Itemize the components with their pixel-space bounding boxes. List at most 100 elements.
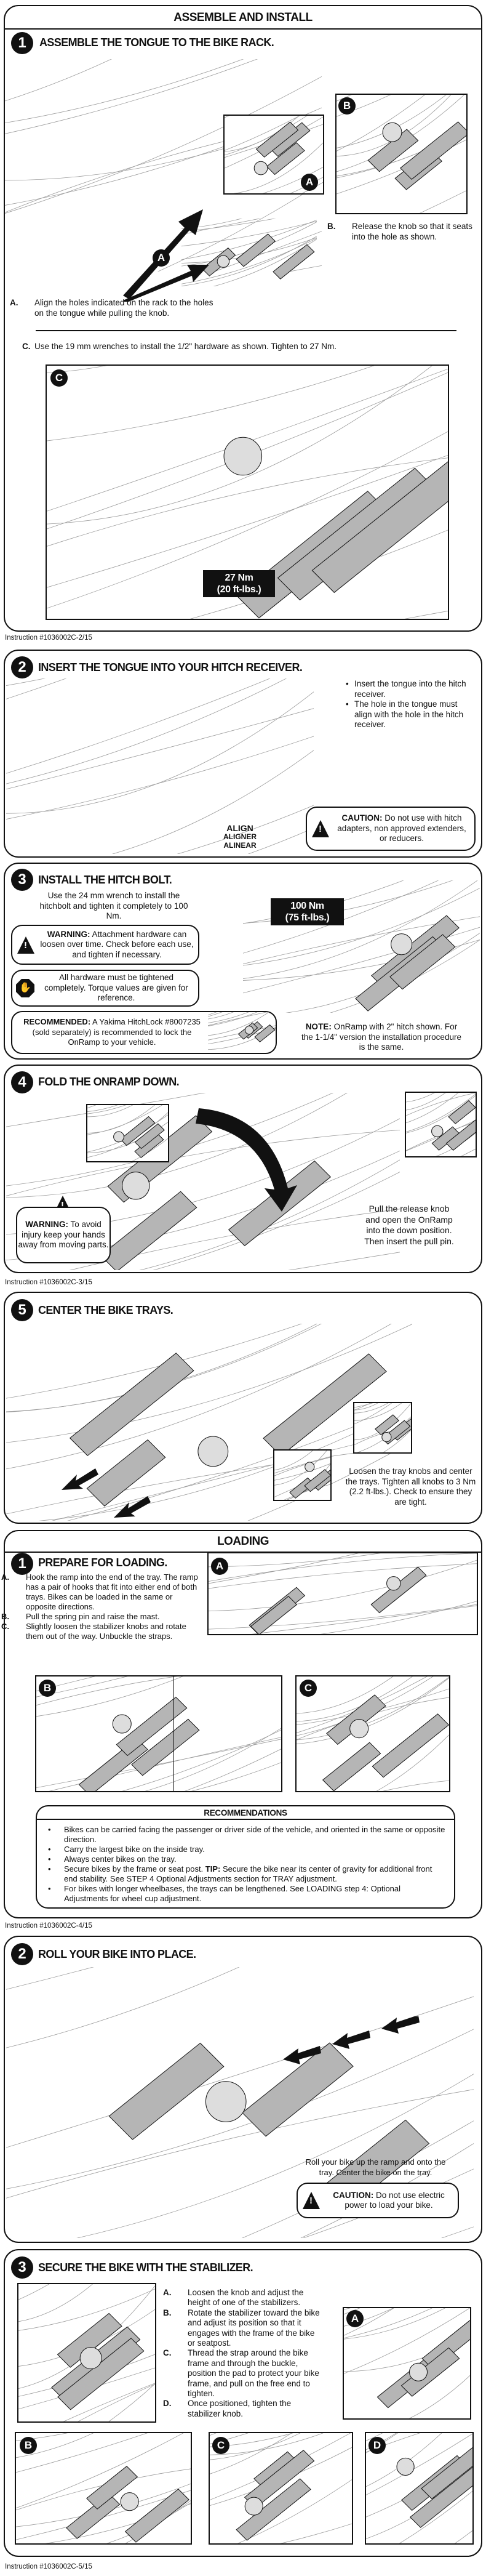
illustration xyxy=(344,2308,470,2418)
illustration xyxy=(47,366,448,619)
inset-c-strap xyxy=(209,2432,353,2545)
warning-callout: WARNING: Attachment hardware can loosen … xyxy=(11,925,199,965)
illustration xyxy=(209,1553,477,1634)
label-a-badge: A xyxy=(346,2310,364,2327)
hitch-lock-icon xyxy=(208,1012,276,1053)
step-title: CENTER THE BIKE TRAYS. xyxy=(38,1304,173,1316)
label-b-badge: B xyxy=(20,2437,37,2454)
hitch-bolt-illustration xyxy=(243,880,480,1013)
illustration xyxy=(337,95,466,213)
step-b-instruction: B.Release the knob so that it seats into… xyxy=(327,222,472,241)
assemble-step1-panel: ASSEMBLE AND INSTALL xyxy=(4,5,482,632)
align-label: ALIGN ALIGNER ALINEAR xyxy=(223,823,257,850)
recommendations-title: RECOMMENDATIONS xyxy=(37,1806,454,1820)
inset-b-rotate xyxy=(15,2432,192,2545)
step-title: ASSEMBLE THE TONGUE TO THE BIKE RACK. xyxy=(39,36,274,49)
illustration xyxy=(36,1676,281,1791)
arrow-icon xyxy=(62,1468,151,1518)
label-b-badge: B xyxy=(338,97,356,115)
recommended-callout: RECOMMENDED: A Yakima HitchLock #8007235… xyxy=(11,1011,277,1054)
step3-instructions: A.Loosen the knob and adjust the height … xyxy=(163,2288,320,2418)
inset-tray-knob xyxy=(273,1449,332,1501)
step2-instruction: Roll your bike up the ramp and onto the … xyxy=(305,2157,446,2177)
assemble-step3-panel xyxy=(4,863,482,1060)
vehicle-hitch-illustration xyxy=(6,678,314,854)
step-number-badge: 5 xyxy=(11,1299,33,1321)
label-a-badge: A xyxy=(153,249,170,267)
recommendations-box: RECOMMENDATIONS Bikes can be carried fac… xyxy=(36,1805,455,1909)
label-c-badge: C xyxy=(300,1680,317,1697)
section-header: ASSEMBLE AND INSTALL xyxy=(173,11,313,24)
step2-bullets: Insert the tongue into the hitch receive… xyxy=(346,679,475,730)
page-footer: Instruction #1036002C-5/15 xyxy=(5,2563,92,2570)
assemble-step2-panel xyxy=(4,650,482,858)
illustration xyxy=(354,1403,411,1452)
illustration xyxy=(16,2433,191,2543)
step-number-badge: 3 xyxy=(11,869,33,891)
label-b-badge: B xyxy=(39,1680,56,1697)
warning-callout: WARNING: To avoid injury keep your hands… xyxy=(16,1207,111,1263)
note-text: NOTE: OnRamp with 2" hitch shown. For th… xyxy=(301,1022,461,1052)
warning-triangle-icon xyxy=(17,936,34,954)
loading-step3-panel xyxy=(4,2249,482,2557)
loading-step2-panel xyxy=(4,1936,482,2243)
step4-instruction: Pull the release knob and open the OnRam… xyxy=(364,1204,454,1246)
caution-callout: CAUTION: Do not use with hitch adapters,… xyxy=(306,807,476,851)
inset-a-ramp-hook xyxy=(207,1552,478,1635)
divider xyxy=(5,28,481,30)
step-number-badge: 1 xyxy=(11,1553,33,1575)
illustration xyxy=(406,1093,476,1156)
label-d-badge: D xyxy=(368,2437,386,2454)
section-header: LOADING xyxy=(217,1535,269,1548)
label-a-badge: A xyxy=(301,174,318,191)
inset-b-knob-seated xyxy=(335,94,468,214)
step-number-badge: 2 xyxy=(11,656,33,678)
step3-instruction: Use the 24 mm wrench to install the hitc… xyxy=(39,891,188,920)
step-number-badge: 2 xyxy=(11,1943,33,1965)
fold-arrow-icon xyxy=(196,1108,297,1212)
step-number-badge: 3 xyxy=(11,2256,33,2279)
arrow-icon xyxy=(283,2016,420,2064)
step-title: FOLD THE ONRAMP DOWN. xyxy=(38,1076,180,1088)
inset-release-knob xyxy=(86,1104,169,1162)
inset-b-spring-pin xyxy=(35,1675,282,1792)
illustration xyxy=(274,1451,330,1500)
label-c-badge: C xyxy=(212,2437,229,2454)
step-title: INSTALL THE HITCH BOLT. xyxy=(38,874,172,886)
stabilizer-overview-image xyxy=(17,2283,156,2423)
step-number-badge: 4 xyxy=(11,1071,33,1093)
inset-pull-pin xyxy=(405,1092,477,1157)
label-a-badge: A xyxy=(211,1558,228,1575)
hardware-notice-callout: ✋ All hardware must be tightened complet… xyxy=(11,970,199,1007)
step-title: PREPARE FOR LOADING. xyxy=(38,1556,167,1569)
tongue-illustration xyxy=(181,219,317,286)
step-number-badge: 1 xyxy=(11,32,33,54)
bike-trays-illustration xyxy=(6,1324,412,1521)
step-title: SECURE THE BIKE WITH THE STABILIZER. xyxy=(38,2261,253,2274)
page-footer: Instruction #1036002C-3/15 xyxy=(5,1279,92,1286)
warning-triangle-icon xyxy=(303,2192,320,2209)
divider xyxy=(36,330,456,331)
torque-label: 100 Nm(75 ft-lbs.) xyxy=(271,898,344,925)
illustration xyxy=(225,116,323,193)
inset-a-height-adjust xyxy=(343,2307,471,2420)
warning-triangle-icon xyxy=(312,820,329,837)
inset-c-stabilizer-knobs xyxy=(295,1675,450,1792)
illustration xyxy=(210,2433,352,2543)
illustration xyxy=(87,1105,168,1161)
step5-instruction: Loosen the tray knobs and center the tra… xyxy=(345,1467,476,1507)
step-title: INSERT THE TONGUE INTO YOUR HITCH RECEIV… xyxy=(38,661,303,674)
caution-callout: CAUTION: Do not use electric power to lo… xyxy=(297,2183,459,2218)
illustration xyxy=(18,2284,155,2421)
assemble-step5-panel xyxy=(4,1292,482,1524)
page-footer: Instruction #1036002C-4/15 xyxy=(5,1922,92,1930)
torque-label: 27 Nm(20 ft-lbs.) xyxy=(203,570,275,597)
stop-hand-icon: ✋ xyxy=(16,979,34,997)
illustration xyxy=(297,1676,449,1791)
step-a-instruction: A.Align the holes indicated on the rack … xyxy=(10,298,213,318)
page-footer: Instruction #1036002C-2/15 xyxy=(5,634,92,642)
illustration xyxy=(208,1012,276,1053)
step-title: ROLL YOUR BIKE INTO PLACE. xyxy=(38,1948,196,1960)
step-c-instruction: C.Use the 19 mm wrenches to install the … xyxy=(22,342,337,351)
label-c-badge: C xyxy=(50,369,68,387)
